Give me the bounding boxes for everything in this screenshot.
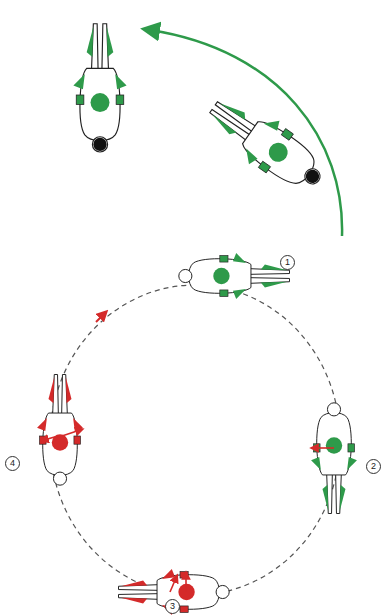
callout-number: 4 [5,456,20,471]
callout-number: 1 [280,255,295,270]
direction-arrow [96,314,104,322]
callout-number: 3 [165,599,180,614]
figure [311,403,357,514]
figure [73,24,126,152]
figure [179,253,290,299]
motion-arrow [150,30,342,236]
figure [37,375,83,486]
figure [198,85,334,202]
callout-number: 2 [366,459,381,474]
figure [119,569,230,615]
force-arrows [44,430,334,592]
path-circle [50,285,340,595]
